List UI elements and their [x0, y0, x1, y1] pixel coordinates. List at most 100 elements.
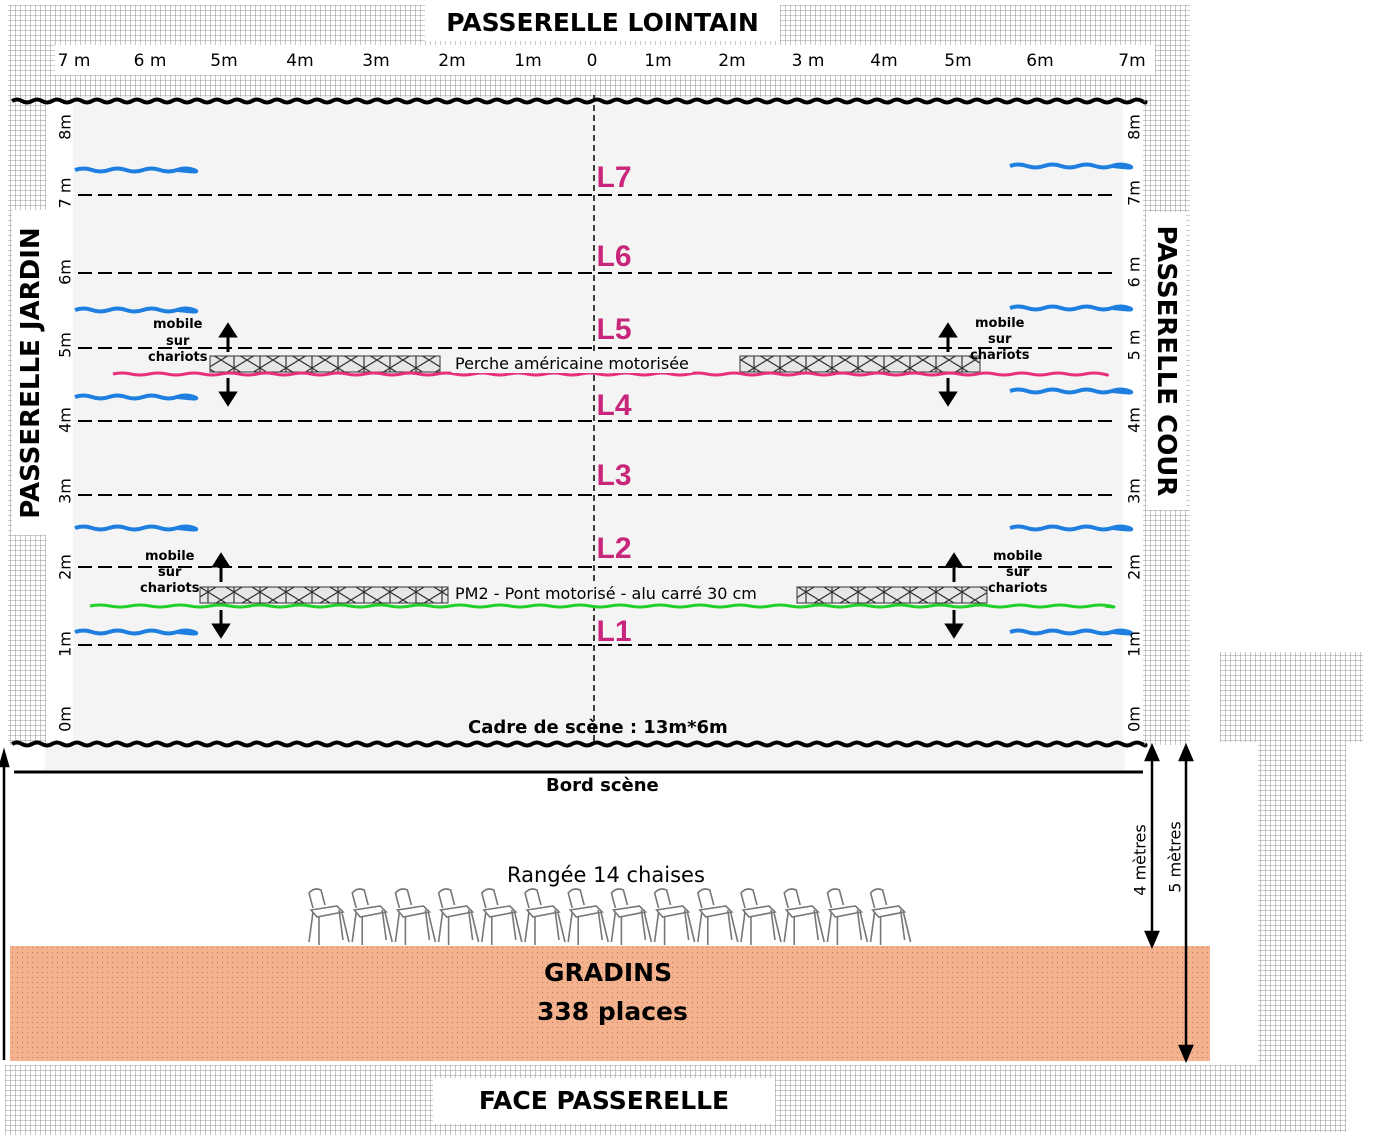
dim-5m-label: 5 mètres	[1165, 821, 1185, 893]
curtain-right-4	[1009, 628, 1134, 636]
right-ruler-tick-1: 7m	[1124, 180, 1144, 206]
title-cour-text: PASSERELLE COUR	[1151, 225, 1181, 497]
mobile-lr-3: chariots	[988, 581, 1048, 596]
arrowhead-up-ur	[938, 322, 958, 338]
cadre-label: Cadre de scène : 13m*6m	[468, 717, 728, 738]
chair-back-1	[351, 888, 369, 909]
right-ruler-tick-2: 6 m	[1124, 256, 1144, 288]
gradins-title: GRADINS	[544, 958, 673, 987]
line-label-L3: L3	[596, 459, 632, 492]
chair-legs-13	[869, 909, 912, 945]
title-cour: PASSERELLE COUR	[1146, 212, 1186, 510]
mobile-ur: mobile sur chariots	[970, 316, 1029, 364]
right-ruler-tick-5: 3m	[1124, 478, 1144, 504]
chair-legs-8	[653, 909, 696, 945]
chair-back-13	[869, 888, 888, 909]
chair-5	[524, 888, 566, 945]
mobile-ul-3: chariots	[148, 350, 208, 365]
arrowhead-up-ul	[218, 322, 238, 338]
chair-back-2	[394, 888, 413, 909]
title-jardin: PASSERELLE JARDIN	[12, 210, 50, 535]
truss-upper-left	[209, 355, 441, 373]
top-ruler-tick-14: 7m	[1118, 51, 1146, 71]
line-label-L1: L1	[596, 615, 632, 648]
chair-back-9	[696, 888, 715, 909]
chair-back-3	[437, 888, 456, 909]
chair-seat-8	[655, 905, 691, 918]
title-jardin-text: PASSERELLE JARDIN	[16, 226, 46, 519]
truss-upper-right	[739, 355, 981, 373]
chair-legs-12	[826, 909, 869, 945]
curtain-group	[74, 162, 1134, 636]
mobile-ul-2: sur	[166, 334, 190, 349]
curtain-left-3	[74, 524, 199, 532]
right-annex-grid	[1220, 652, 1363, 742]
chair-seat-5	[525, 905, 561, 918]
bord-label: Bord scène	[546, 775, 659, 796]
chair-back-12	[826, 888, 845, 909]
left-edge-arrow-head	[0, 747, 10, 768]
left-ruler-tick-7: 1m	[55, 631, 75, 657]
top-ruler-tick-9: 2m	[718, 51, 746, 71]
chair-seat-9	[698, 905, 734, 918]
mobile-ll: mobile sur chariots	[140, 549, 199, 597]
mobile-ll-2: sur	[158, 565, 182, 580]
chair-9	[696, 888, 739, 945]
wavy-border-top	[10, 97, 1148, 105]
chair-seat-2	[395, 905, 432, 918]
line-label-L5: L5	[596, 313, 632, 346]
chair-0	[308, 888, 350, 945]
dim-4m-label: 4 mètres	[1130, 824, 1150, 896]
chair-back-10	[740, 888, 758, 909]
left-ruler-tick-8: 0m	[55, 706, 75, 732]
chair-legs-3	[437, 909, 480, 945]
gradins-area	[10, 946, 1210, 1061]
perche-label: Perche américaine motorisée	[452, 354, 692, 373]
chair-legs-2	[394, 909, 437, 945]
chair-legs-11	[783, 909, 825, 945]
chair-back-7	[610, 888, 629, 909]
curtain-left-4	[74, 628, 199, 636]
chair-3	[437, 888, 480, 945]
gradins-places: 338 places	[537, 997, 688, 1026]
curtain-left-0	[74, 166, 199, 174]
dim-4m-head-bottom	[1144, 930, 1160, 950]
mobile-ur-3: chariots	[970, 348, 1030, 363]
line-label-L4: L4	[596, 389, 632, 422]
left-ruler-tick-6: 2m	[55, 554, 75, 580]
chair-legs-5	[524, 909, 566, 945]
truss-lower-right	[796, 586, 988, 604]
mobile-lr: mobile sur chariots	[988, 549, 1047, 597]
arrowhead-down-lr	[944, 623, 964, 639]
chair-legs-6	[567, 909, 609, 945]
right-ruler-tick-0: 8m	[1124, 114, 1144, 140]
mobile-ul-1: mobile	[152, 317, 203, 332]
left-ruler-tick-3: 5m	[55, 332, 75, 358]
top-ruler-tick-10: 3 m	[791, 51, 825, 71]
chair-4	[480, 888, 523, 945]
chair-seat-4	[482, 905, 518, 918]
chair-seat-10	[741, 905, 777, 918]
curtain-left-1	[74, 306, 199, 314]
left-ruler-tick-0: 8m	[55, 114, 75, 140]
curtain-right-2	[1009, 387, 1134, 395]
pont-label: PM2 - Pont motorisé - alu carré 30 cm	[452, 584, 760, 603]
right-column-grid	[1258, 742, 1346, 1132]
left-ruler-tick-1: 7 m	[55, 177, 75, 209]
chair-back-11	[783, 888, 801, 909]
chair-back-5	[524, 888, 542, 909]
mobile-ll-3: chariots	[140, 581, 200, 596]
chair-11	[783, 888, 825, 945]
line-label-L2: L2	[596, 532, 632, 565]
line-label-L7: L7	[596, 161, 632, 194]
top-ruler-tick-7: 0	[586, 51, 598, 71]
top-ruler-tick-8: 1m	[644, 51, 672, 71]
chair-seat-3	[439, 905, 475, 918]
mobile-ur-1: mobile	[974, 316, 1025, 331]
left-ruler-tick-2: 6m	[55, 259, 75, 285]
wavy-border-bottom	[10, 740, 1148, 748]
mobile-lr-2: sur	[1006, 565, 1030, 580]
chair-seat-0	[309, 905, 345, 918]
